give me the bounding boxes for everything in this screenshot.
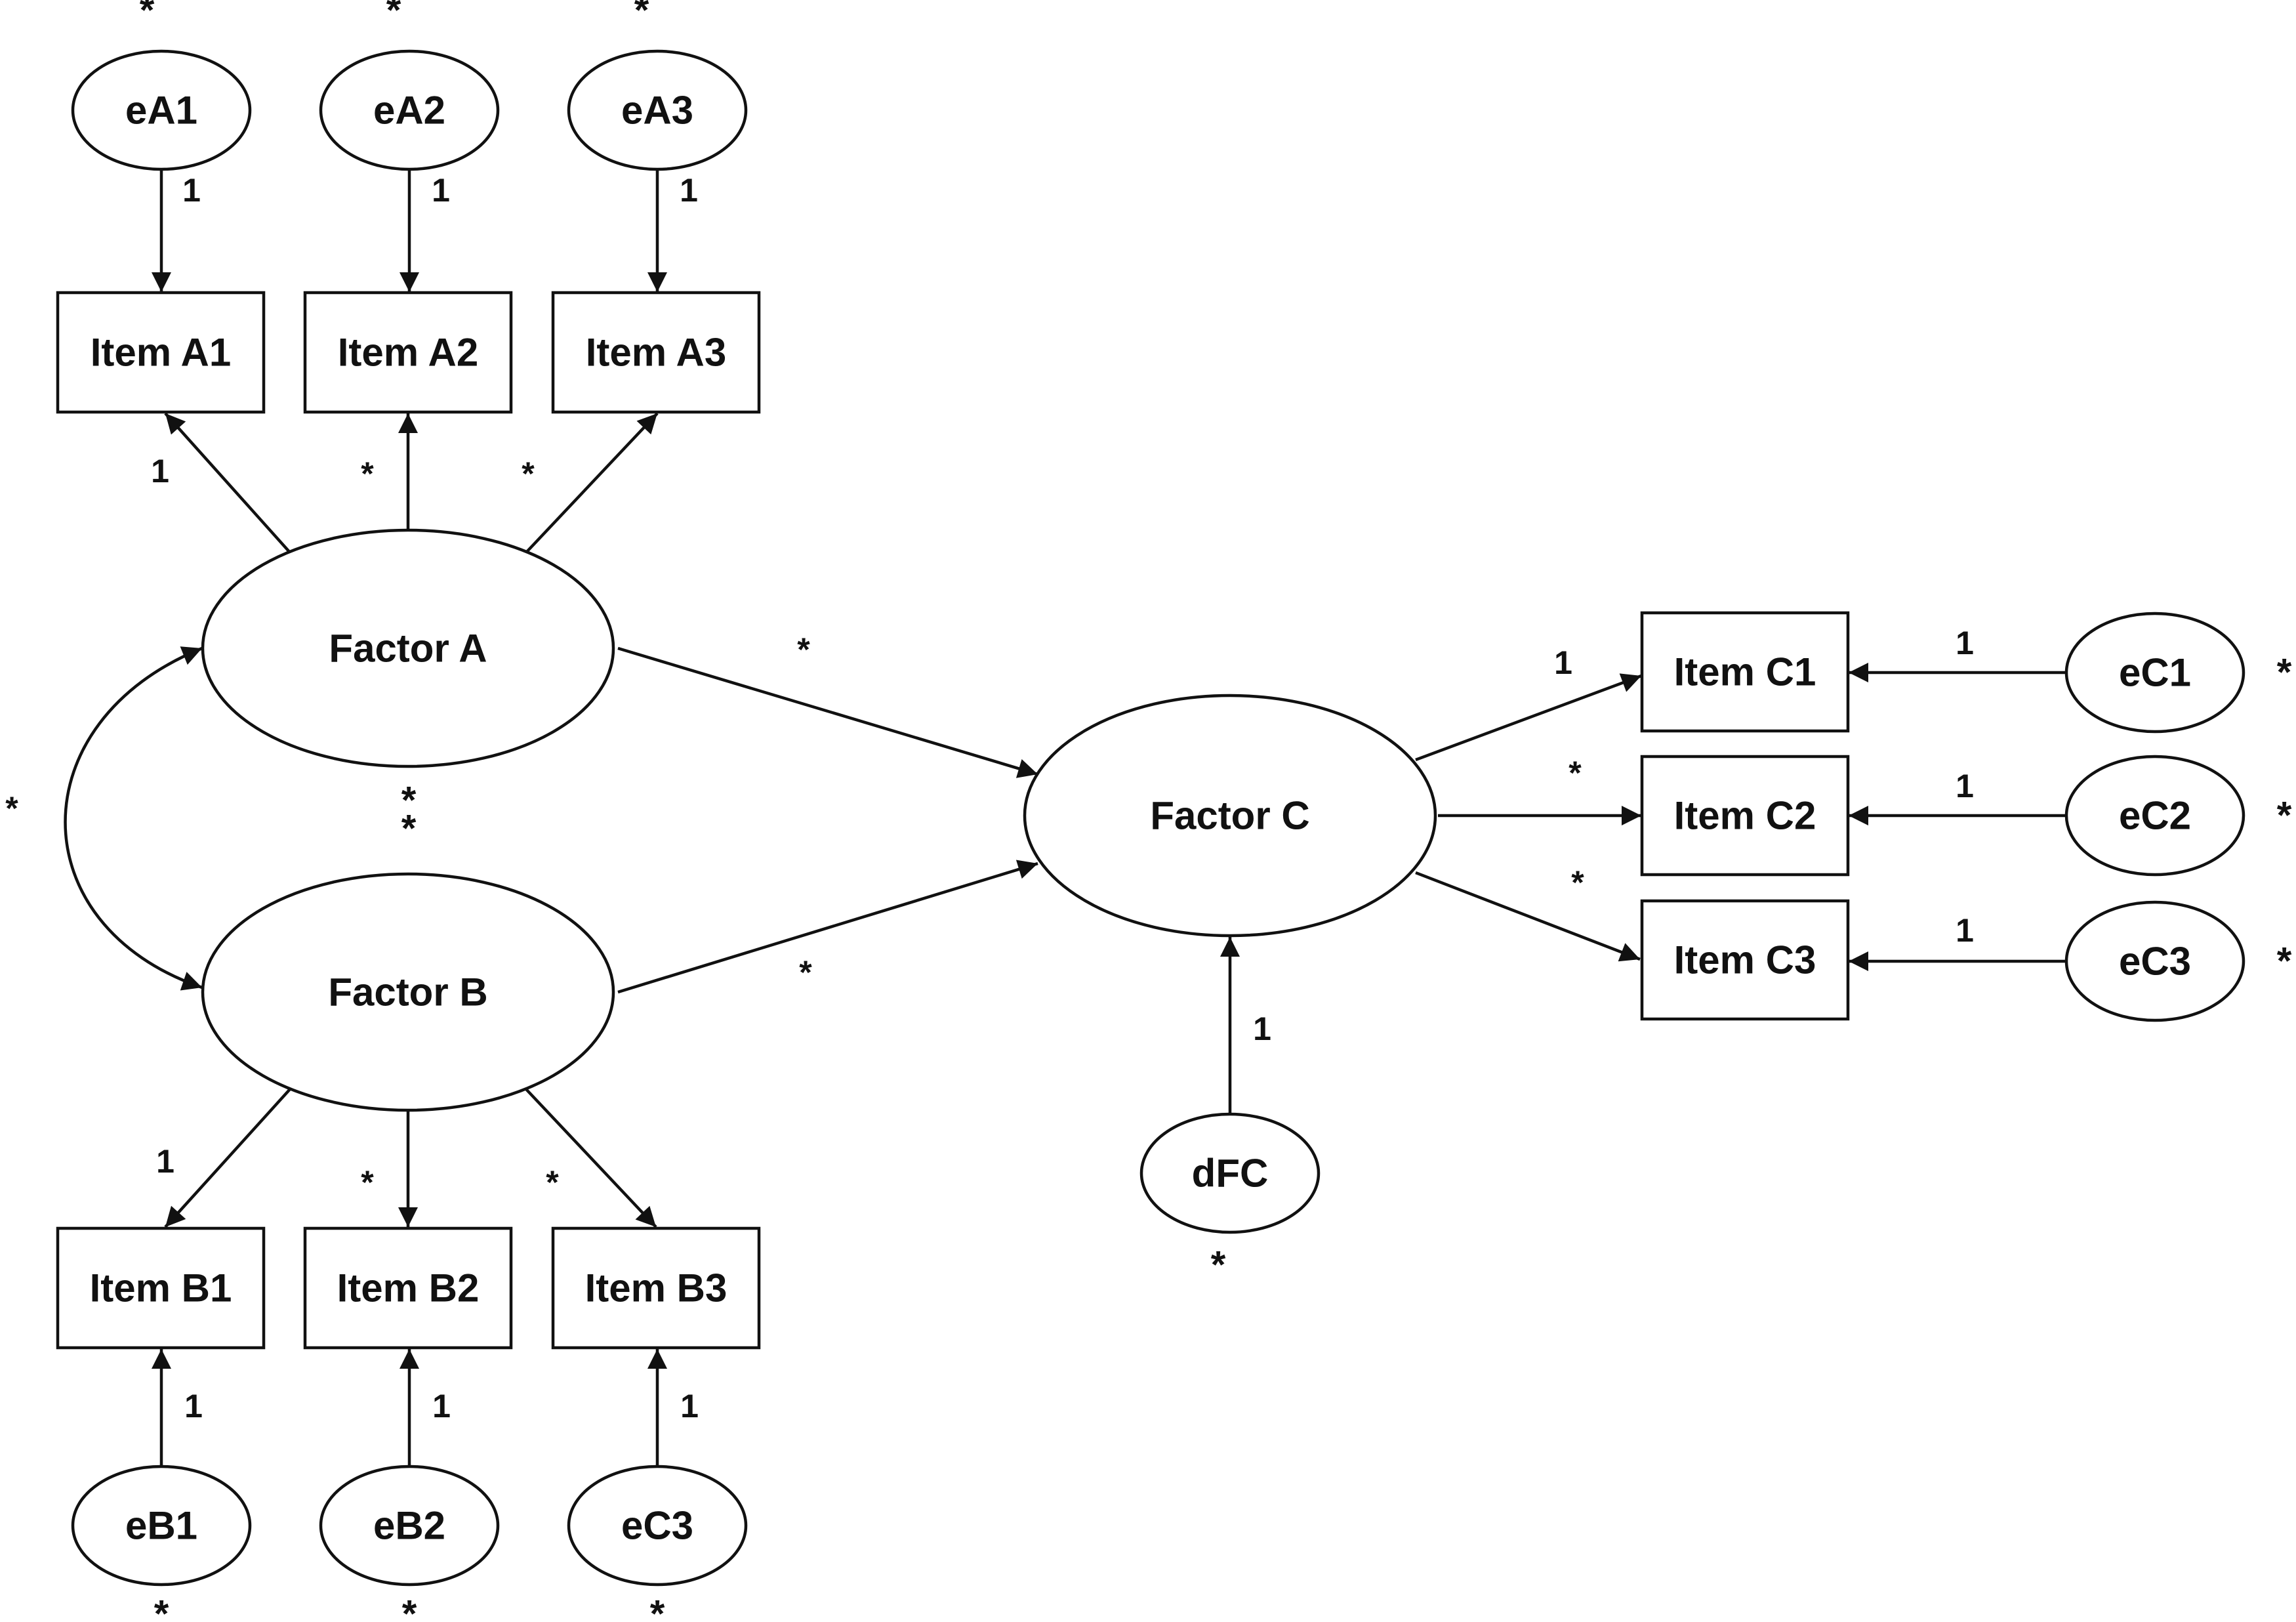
variance-eB1: * xyxy=(154,1593,169,1622)
path-factorA-factorC xyxy=(617,646,1038,778)
label-dFC-factorC: 1 xyxy=(1253,1010,1271,1047)
node-itemC2: Item C2 xyxy=(1640,755,1850,877)
node-eC3-label: eC3 xyxy=(2119,940,2191,984)
node-factorA-label: Factor A xyxy=(329,627,487,671)
node-eA2: eA2 xyxy=(319,49,500,171)
label-covariance-AB: * xyxy=(5,790,18,827)
node-eB1-label: eB1 xyxy=(125,1504,197,1548)
node-eA2-label: eA2 xyxy=(373,89,445,133)
label-factorC-itemC3: * xyxy=(1571,864,1584,901)
variance-eA2: * xyxy=(386,0,401,32)
variance-factorB: * xyxy=(401,808,417,850)
variance-eC3: * xyxy=(2277,940,2292,983)
label-eC2-itemC2: 1 xyxy=(1956,768,1974,804)
variance-eB3: * xyxy=(650,1593,665,1622)
edges xyxy=(64,169,2066,1466)
label-factorB-itemB2: * xyxy=(361,1164,374,1201)
node-factorB: Factor B xyxy=(201,872,615,1112)
node-itemA3-label: Item A3 xyxy=(586,331,727,375)
node-eC2: eC2 xyxy=(2064,755,2245,877)
variance-dFC: * xyxy=(1211,1244,1226,1287)
label-factorC-itemC1: 1 xyxy=(1554,644,1572,681)
covariance-factorA-factorB xyxy=(64,646,203,991)
node-eC2-label: eC2 xyxy=(2119,794,2191,838)
node-itemC1: Item C1 xyxy=(1640,611,1850,733)
node-eA1: eA1 xyxy=(71,49,252,171)
node-itemA2-label: Item A2 xyxy=(338,331,479,375)
node-eC3: eC3 xyxy=(2064,900,2245,1022)
label-factorA-itemA1: 1 xyxy=(151,453,169,489)
node-eC1: eC1 xyxy=(2064,612,2245,734)
node-eB2-label: eB2 xyxy=(373,1504,445,1548)
path-factorB-itemB3 xyxy=(525,1088,657,1228)
node-eA1-label: eA1 xyxy=(125,89,197,133)
label-factorA-itemA3: * xyxy=(522,455,535,492)
node-dFC-label: dFC xyxy=(1192,1152,1269,1196)
label-factorC-itemC2: * xyxy=(1568,755,1582,791)
node-factorB-label: Factor B xyxy=(328,970,487,1014)
variance-eA3: * xyxy=(634,0,649,32)
label-eC1-itemC1: 1 xyxy=(1956,625,1974,661)
node-eA3: eA3 xyxy=(567,49,748,171)
variance-eB2: * xyxy=(402,1593,417,1622)
node-itemA3: Item A3 xyxy=(551,291,761,414)
label-eA3-itemA3: 1 xyxy=(680,172,698,209)
node-eB3-label: eC3 xyxy=(621,1504,693,1548)
path-factorA-itemA3 xyxy=(525,412,659,554)
node-factorC-label: Factor C xyxy=(1150,794,1309,838)
node-eC1-label: eC1 xyxy=(2119,651,2191,695)
node-itemB3: Item B3 xyxy=(551,1226,761,1350)
label-factorB-itemB1: 1 xyxy=(156,1143,174,1180)
node-itemC1-label: Item C1 xyxy=(1674,650,1816,694)
path-factorC-itemC1 xyxy=(1415,673,1642,762)
label-eC3-itemC3: 1 xyxy=(1956,912,1974,949)
node-itemB1: Item B1 xyxy=(56,1226,266,1350)
node-itemA2: Item A2 xyxy=(303,291,513,414)
label-eB1-itemB1: 1 xyxy=(184,1388,203,1424)
label-factorB-factorC: * xyxy=(799,954,812,991)
label-factorA-itemA2: * xyxy=(361,455,374,492)
label-eA1-itemA1: 1 xyxy=(182,172,201,209)
label-eB2-itemB2: 1 xyxy=(432,1388,451,1424)
nodes: eA1 eA2 eA3 Item A1 Item A2 Item A3 Fact… xyxy=(56,49,2245,1587)
node-itemB1-label: Item B1 xyxy=(90,1266,232,1310)
node-factorA: Factor A xyxy=(201,528,615,768)
node-itemC3-label: Item C3 xyxy=(1674,938,1816,982)
label-factorB-itemB3: * xyxy=(546,1164,559,1201)
label-eB3-itemB3: 1 xyxy=(680,1388,699,1424)
node-itemB3-label: Item B3 xyxy=(585,1266,728,1310)
node-itemA1-label: Item A1 xyxy=(91,331,232,375)
path-factorC-itemC3 xyxy=(1415,871,1641,962)
variance-eC2: * xyxy=(2277,795,2292,837)
path-factorA-itemA1 xyxy=(164,412,291,554)
node-eB1: eB1 xyxy=(71,1465,252,1587)
node-itemC3: Item C3 xyxy=(1640,899,1850,1021)
node-factorC: Factor C xyxy=(1023,694,1437,938)
label-eA2-itemA2: 1 xyxy=(432,172,450,209)
variance-markers: * * * * * * * * * * * * xyxy=(140,0,2292,1622)
node-eA3-label: eA3 xyxy=(621,89,693,133)
variance-factorA: * xyxy=(401,780,417,822)
node-eB3: eC3 xyxy=(567,1465,748,1587)
node-itemB2: Item B2 xyxy=(303,1226,513,1350)
node-itemB2-label: Item B2 xyxy=(337,1266,480,1310)
path-factorB-itemB1 xyxy=(164,1088,291,1228)
path-labels: 1 1 1 1 * * 1 * * 1 1 1 * * * 1 * * 1 1 … xyxy=(5,172,1974,1424)
node-itemA1: Item A1 xyxy=(56,291,266,414)
variance-eA1: * xyxy=(140,0,155,32)
path-factorB-factorC xyxy=(617,860,1038,994)
variance-eC1: * xyxy=(2277,652,2292,694)
node-eB2: eB2 xyxy=(319,1465,500,1587)
node-itemC2-label: Item C2 xyxy=(1674,794,1816,838)
label-factorA-factorC: * xyxy=(797,631,810,668)
node-dFC: dFC xyxy=(1139,1112,1321,1234)
